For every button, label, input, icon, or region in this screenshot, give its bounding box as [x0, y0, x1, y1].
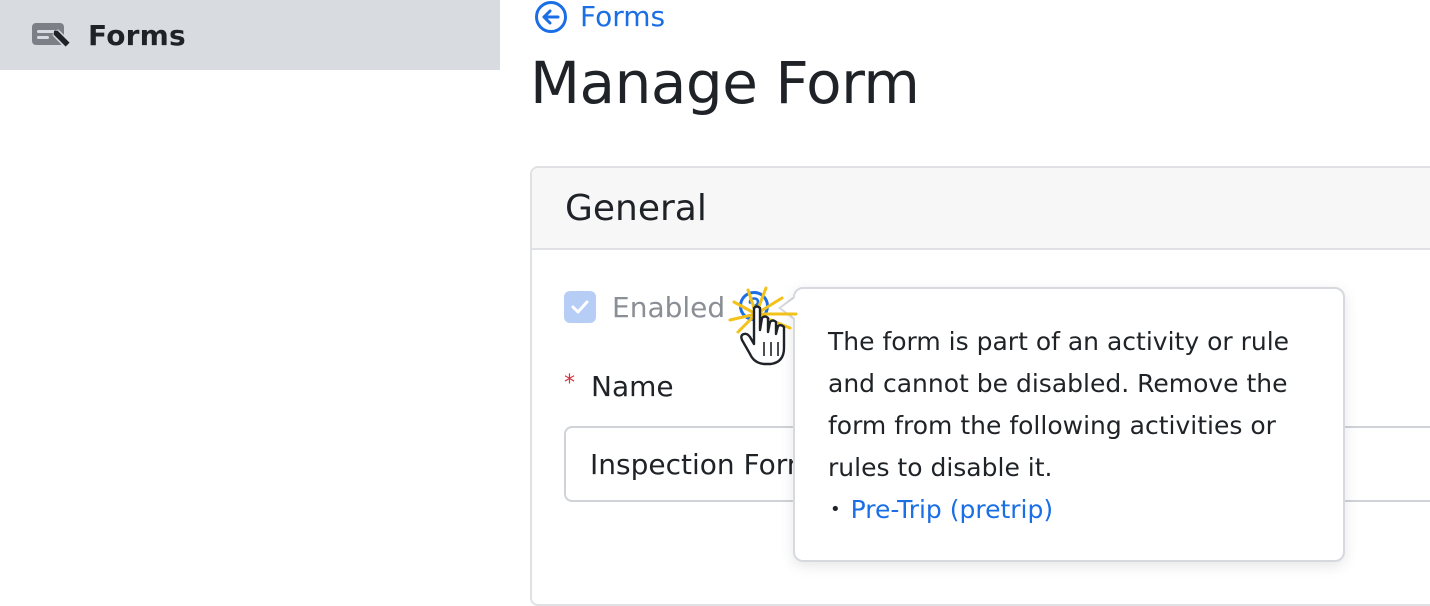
required-marker: * — [564, 370, 575, 396]
bullet: • — [830, 499, 841, 520]
back-link-label: Forms — [580, 0, 666, 33]
name-label-row: * Name — [564, 368, 674, 404]
form-edit-icon — [32, 21, 72, 51]
help-icon[interactable] — [738, 290, 770, 322]
tooltip-activity-list: • Pre-Trip (pretrip) — [828, 489, 1311, 531]
card-title: General — [565, 187, 707, 229]
back-to-forms-link[interactable]: Forms — [534, 0, 665, 34]
list-item: • Pre-Trip (pretrip) — [828, 489, 1311, 531]
disable-info-tooltip: The form is part of an activity or rule … — [793, 287, 1345, 562]
tooltip-arrow-inner — [781, 298, 795, 318]
tooltip-text: The form is part of an activity or rule … — [828, 327, 1290, 482]
sidebar: Forms — [0, 0, 500, 572]
enabled-label: Enabled — [612, 290, 726, 324]
sidebar-item-forms[interactable]: Forms — [0, 0, 500, 70]
activity-link-pretrip[interactable]: Pre-Trip (pretrip) — [850, 495, 1054, 524]
card-header: General — [532, 168, 1430, 250]
name-label: Name — [591, 369, 674, 403]
checkmark-icon — [571, 300, 589, 314]
enabled-row: Enabled — [564, 290, 725, 324]
enabled-checkbox[interactable] — [564, 291, 596, 323]
arrow-left-circle-icon — [534, 0, 568, 34]
page-title: Manage Form — [530, 49, 920, 117]
sidebar-item-label: Forms — [88, 18, 186, 52]
